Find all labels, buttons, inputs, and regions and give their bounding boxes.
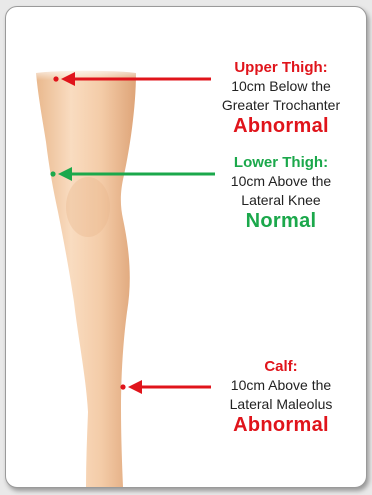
upper-thigh-label: Upper Thigh: 10cm Below the Greater Troc…	[206, 58, 356, 138]
knee-shading	[66, 177, 110, 237]
lower-thigh-title: Lower Thigh:	[206, 153, 356, 172]
diagram-card: Upper Thigh: 10cm Below the Greater Troc…	[5, 6, 367, 488]
calf-label: Calf: 10cm Above the Lateral Maleolus Ab…	[206, 357, 356, 437]
calf-status: Abnormal	[206, 414, 356, 437]
calf-marker-dot	[120, 384, 125, 389]
calf-arrowhead	[128, 380, 142, 394]
calf-title: Calf:	[206, 357, 356, 376]
lower-thigh-line2: Lateral Knee	[206, 191, 356, 210]
lower-thigh-label: Lower Thigh: 10cm Above the Lateral Knee…	[206, 153, 356, 233]
lower-thigh-status: Normal	[206, 210, 356, 233]
upper-thigh-line2: Greater Trochanter	[206, 96, 356, 115]
lower-thigh-line1: 10cm Above the	[206, 172, 356, 191]
calf-line2: Lateral Maleolus	[206, 395, 356, 414]
lower-thigh-marker-dot	[50, 171, 55, 176]
upper-thigh-line1: 10cm Below the	[206, 77, 356, 96]
upper-thigh-status: Abnormal	[206, 115, 356, 138]
calf-line1: 10cm Above the	[206, 376, 356, 395]
upper-thigh-title: Upper Thigh:	[206, 58, 356, 77]
leg-shape	[36, 71, 136, 487]
upper-thigh-marker-dot	[53, 76, 58, 81]
